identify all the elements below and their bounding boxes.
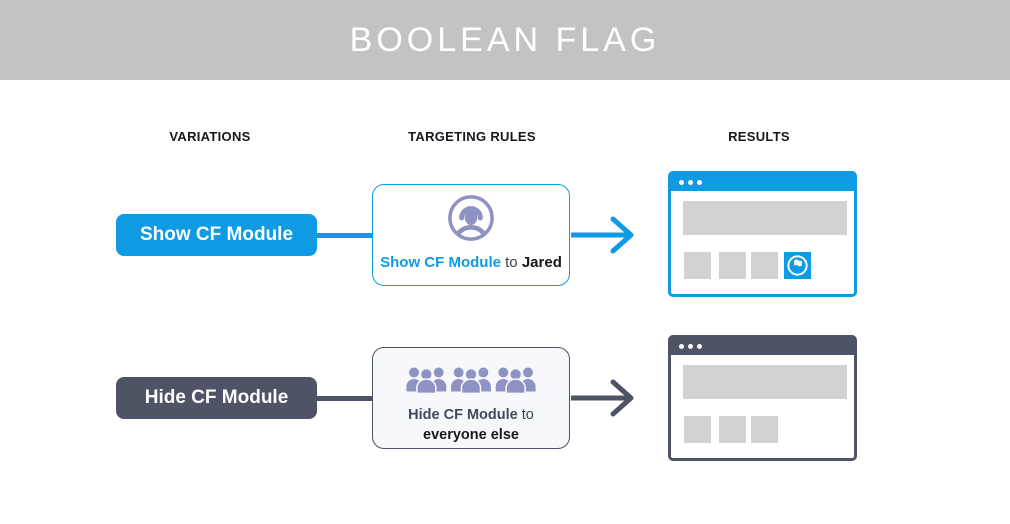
rule-audience: Jared [521, 254, 562, 271]
window-dot-icon [697, 344, 702, 349]
title-banner: BOOLEAN FLAG [0, 0, 1010, 80]
window-dot-icon [688, 344, 693, 349]
single-user-icon [448, 195, 494, 241]
rule-text-hide: Hide CF Module to everyone else [408, 405, 534, 445]
targeting-rule-box-show: Show CF Module to Jared [372, 184, 570, 286]
content-placeholder [719, 252, 746, 279]
content-placeholder [684, 252, 711, 279]
rule-flag-name: Show CF Module [380, 254, 501, 271]
cf-module-tile [784, 252, 811, 279]
rule-text-line1: Hide CF Module to [408, 405, 534, 425]
column-header-targeting-rules: TARGETING RULES [408, 129, 536, 144]
content-placeholder [751, 416, 778, 443]
variation-pill-show-cf-module: Show CF Module [116, 214, 317, 256]
page-hero-placeholder [683, 365, 847, 399]
content-placeholder [751, 252, 778, 279]
rule-connector-word: to [521, 407, 534, 423]
arrow-hide-to-result [571, 379, 634, 417]
page-hero-placeholder [683, 201, 847, 235]
variation-pill-hide-cf-module: Hide CF Module [116, 377, 317, 419]
window-dot-icon [697, 180, 702, 185]
rule-audience: everyone else [423, 427, 519, 443]
arrow-show-to-result [571, 216, 634, 254]
rule-connector-word: to [505, 254, 518, 271]
column-header-results: RESULTS [728, 129, 790, 144]
content-placeholder [719, 416, 746, 443]
rule-text-show: Show CF Module to Jared [380, 253, 562, 273]
window-dot-icon [679, 180, 684, 185]
window-dot-icon [688, 180, 693, 185]
rule-flag-name: Hide CF Module [408, 407, 518, 423]
column-header-variations: VARIATIONS [169, 129, 251, 144]
page-title: BOOLEAN FLAG [349, 20, 661, 59]
content-placeholder [684, 416, 711, 443]
connector-line-hide [316, 396, 374, 401]
browser-title-bar [671, 338, 854, 355]
browser-title-bar [671, 174, 854, 191]
flag-icon [787, 255, 808, 276]
connector-line-show [316, 233, 374, 238]
targeting-rule-box-hide: Hide CF Module to everyone else [372, 347, 570, 449]
crowd-icon [406, 367, 536, 395]
result-browser-hide [668, 335, 857, 461]
window-dot-icon [679, 344, 684, 349]
result-browser-show [668, 171, 857, 297]
